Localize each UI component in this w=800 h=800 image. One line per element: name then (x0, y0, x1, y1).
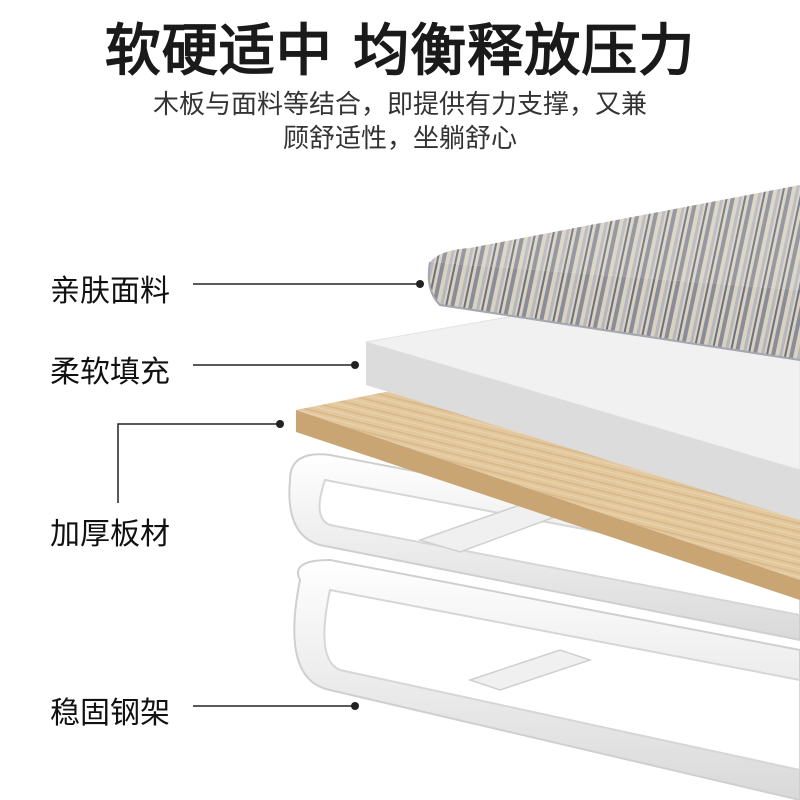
layer-label-board: 加厚板材 (50, 517, 170, 552)
layer-label-filling: 柔软填充 (50, 355, 170, 390)
steel-frame-upper (288, 453, 800, 642)
callout-dot-frame (351, 702, 359, 710)
callout-line-board (117, 423, 278, 503)
callout-lines (117, 280, 424, 710)
headline: 软硬适中 均衡释放压力 (104, 19, 696, 84)
wood-board (296, 385, 800, 600)
fabric-top (427, 185, 800, 361)
layer-label-frame: 稳固钢架 (50, 696, 170, 731)
description-line-1: 木板与面料等结合，即提供有力支撑，又兼 (152, 90, 647, 120)
steel-frame-lower (293, 558, 800, 800)
callout-dot-board (276, 420, 284, 428)
callout-dot-fabric (416, 280, 424, 288)
callout-dot-filling (351, 361, 359, 369)
layer-label-fabric: 亲肤面料 (50, 274, 170, 309)
foam-filling (365, 314, 800, 520)
description-line-2: 顾舒适性，坐躺舒心 (282, 124, 517, 154)
description: 木板与面料等结合，即提供有力支撑，又兼 顾舒适性，坐躺舒心 (100, 88, 700, 156)
